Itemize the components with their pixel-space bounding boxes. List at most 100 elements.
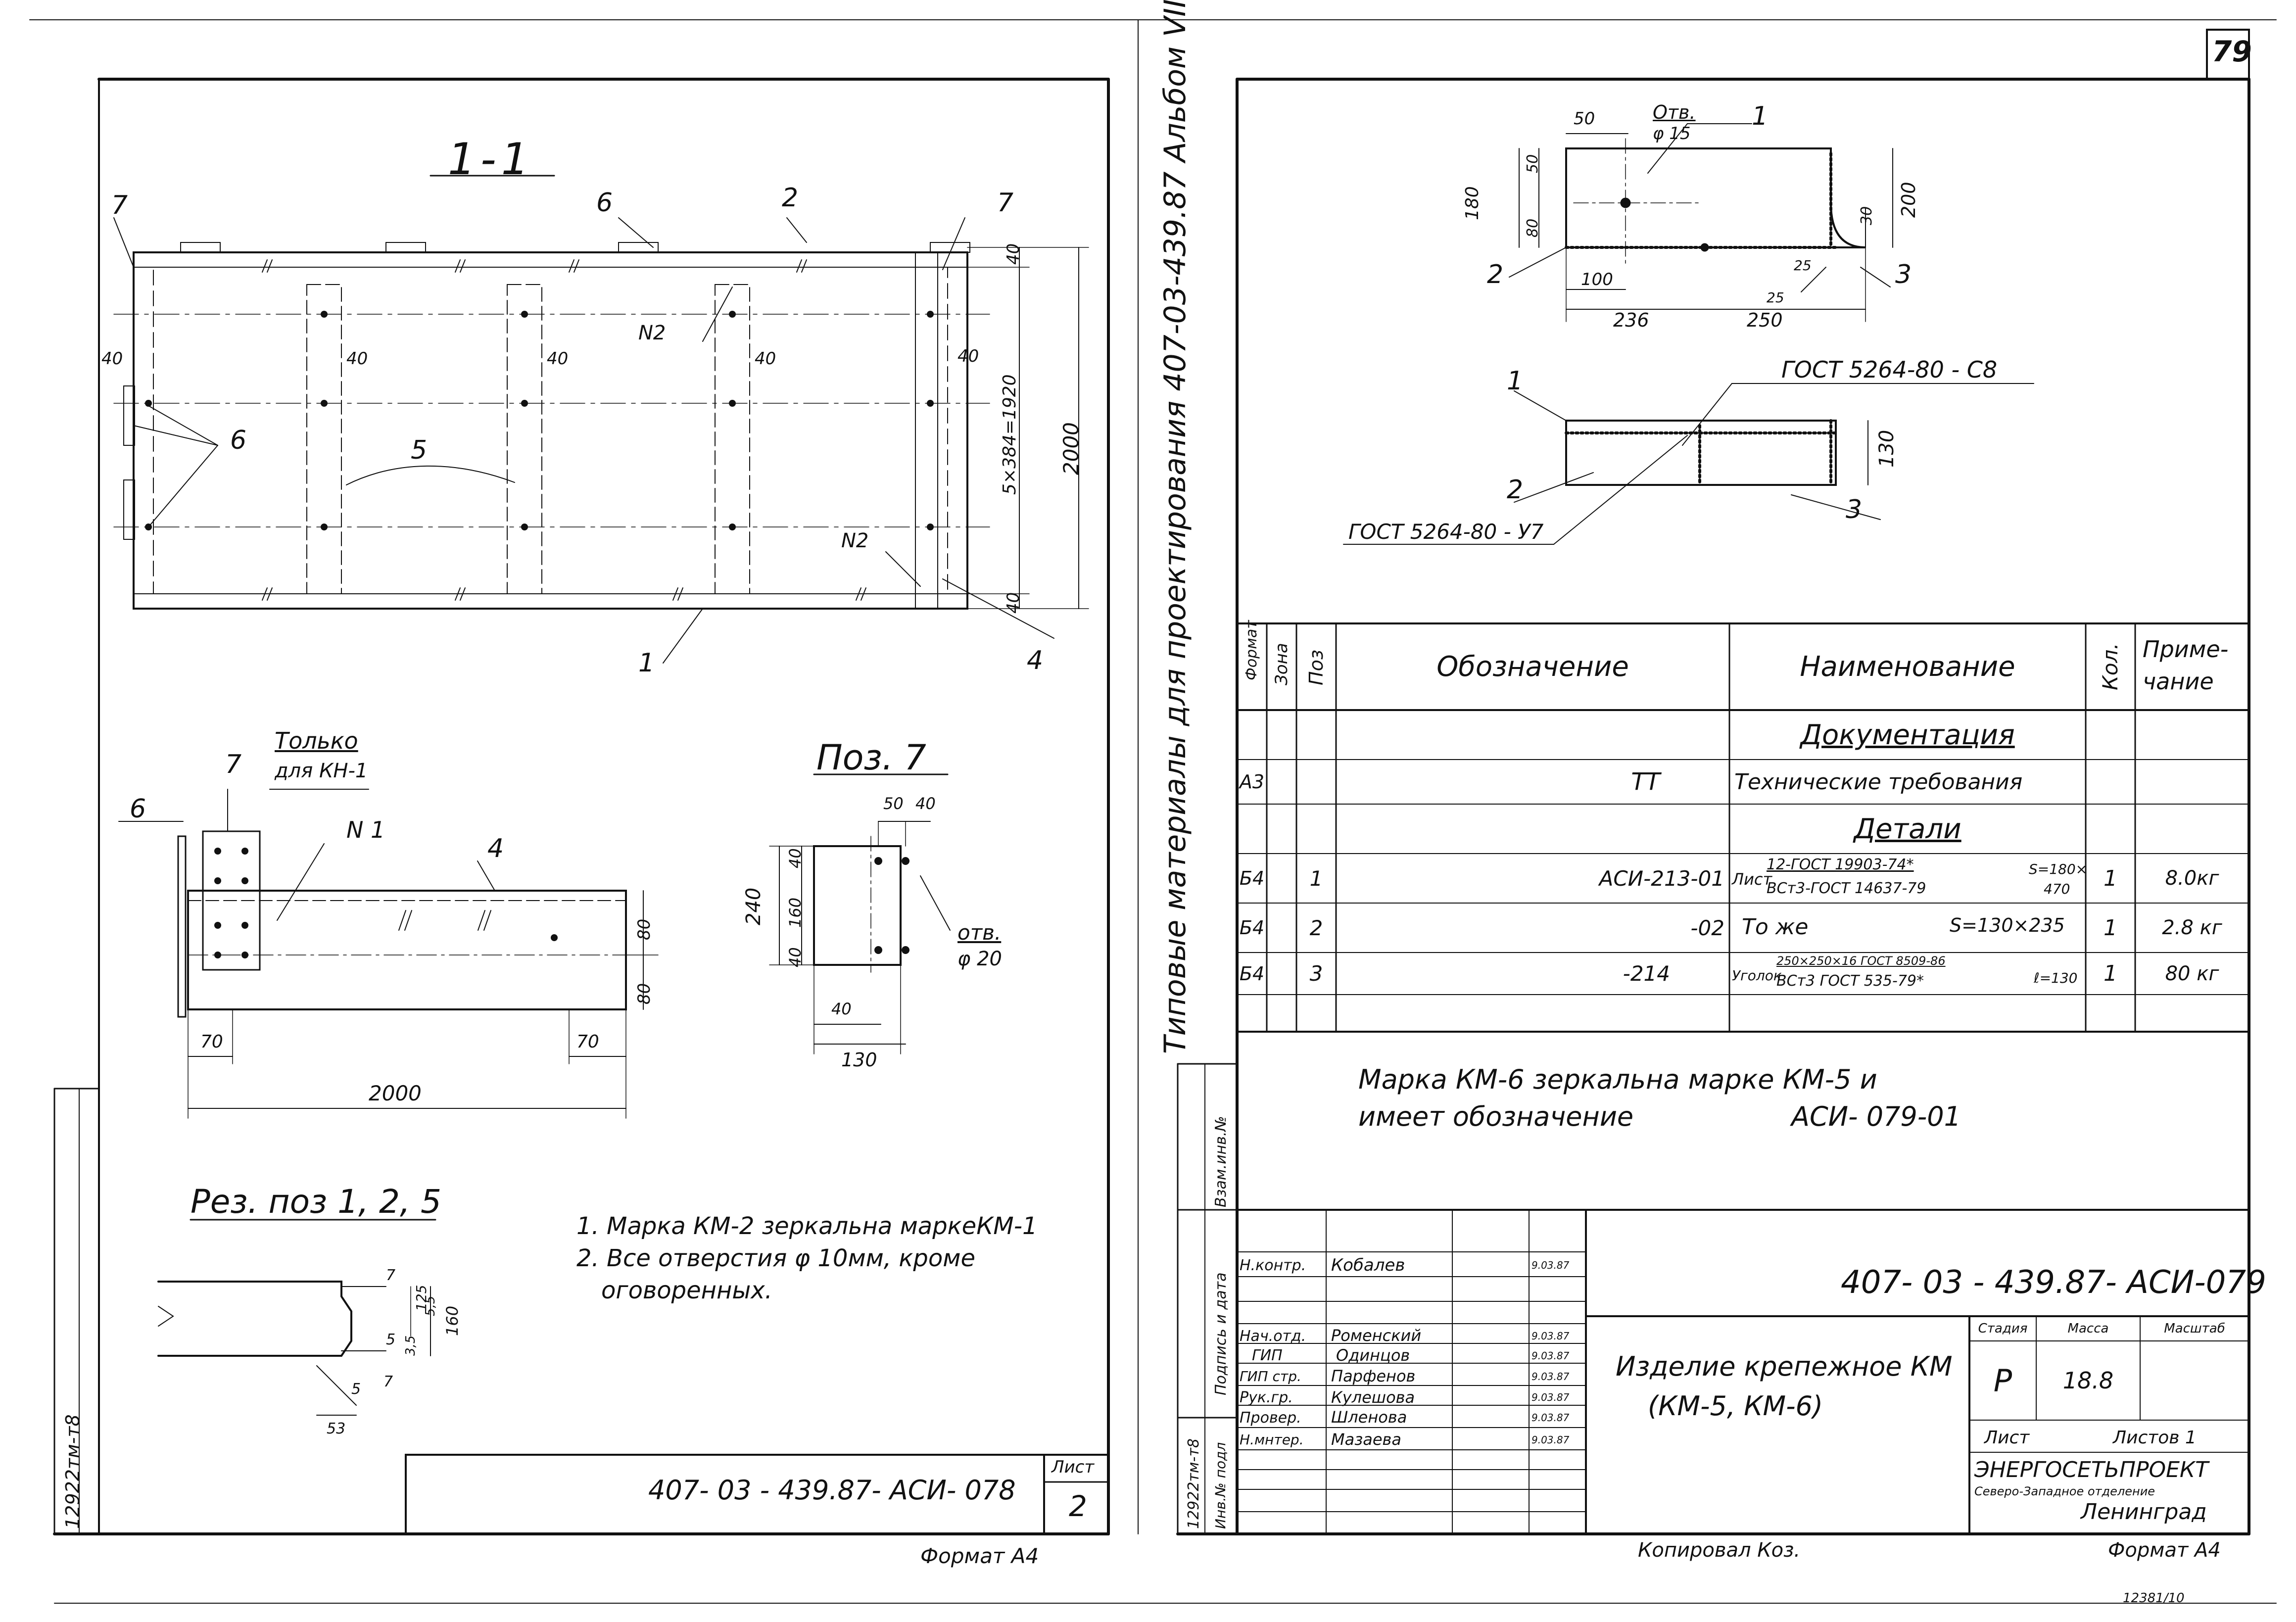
elev-dim-80-bottom: 80 [634, 983, 654, 1004]
weld-gost-bottom: ГОСТ 5264-80 - У7 [1348, 520, 1544, 544]
row1-designation: ТТ [1631, 768, 1660, 796]
row1-name: Технические требования [1734, 769, 2023, 795]
callout-2-top: 2 [782, 183, 799, 213]
elev-callout-4: 4 [487, 834, 504, 863]
right-sheet-frame [1138, 19, 2250, 1535]
callout-1: 1 [638, 648, 655, 678]
tb-sheets-label: Листов 1 [2113, 1428, 2197, 1448]
row2-designation: АСИ-213-01 [1599, 866, 1724, 891]
only-for-kn1-sub: для КН-1 [275, 760, 368, 782]
plate-callout-3: 3 [1895, 260, 1912, 289]
cut-dim-5-b: 5 [351, 1381, 361, 1398]
side-inv-orig: Инв.№ подл [1212, 1442, 1229, 1529]
row3-pos: 2 [1309, 915, 1323, 940]
pos7-dim-160: 160 [786, 897, 805, 928]
tb-role-4: ГИП стр. [1240, 1368, 1301, 1384]
elev-callout-7: 7 [225, 750, 242, 779]
th-qty: Кол. [2098, 643, 2122, 690]
elevation-drawing [118, 789, 659, 1119]
tb-mass-label: Масса [2067, 1321, 2109, 1336]
elev-dim-2000: 2000 [369, 1081, 422, 1105]
copied-by: Копировал Коз. [1638, 1539, 1801, 1562]
tb-date-7: 9.03.87 [1531, 1434, 1570, 1446]
cut-dim-7-b: 7 [383, 1373, 393, 1390]
callout-5: 5 [411, 435, 428, 465]
tb-role-2: Нач.отд. [1240, 1328, 1306, 1345]
th-name: Наименование [1800, 651, 2015, 683]
callout-6-left: 6 [230, 426, 247, 455]
plate-hole-label: Отв. [1653, 101, 1696, 123]
tb-role-6: Провер. [1240, 1409, 1301, 1427]
pos7-dim-40-top: 40 [915, 794, 936, 813]
th-pos: Поз [1305, 649, 1327, 685]
row2-name-top: 12-ГОСТ 19903-74* [1767, 856, 1914, 873]
row3-name-extra: S=130×235 [1950, 914, 2065, 936]
row1-format: А3 [1239, 771, 1265, 793]
row4-name-bottom: ВСт3 ГОСТ 535-79* [1776, 972, 1924, 990]
dim-total-2000: 2000 [1059, 422, 1083, 475]
tb-name-6: Шленова [1331, 1408, 1407, 1427]
plate-dim-236: 236 [1613, 309, 1649, 331]
note-1: 1. Марка КМ-2 зеркальна маркеКМ-1 [576, 1212, 1038, 1240]
cut-dim-53: 53 [327, 1420, 346, 1437]
callout-n2-top: N2 [638, 322, 666, 344]
side-inv-sub: Взам.инв.№ [1212, 1116, 1230, 1207]
pos7-dim-240: 240 [742, 887, 765, 925]
row3-name: То же [1742, 914, 1809, 940]
tb-date-3: 9.03.87 [1531, 1350, 1570, 1362]
cut-drawing [157, 1219, 436, 1416]
elev-dim-80-top: 80 [634, 918, 654, 940]
tb-role-3: ГИП [1252, 1347, 1283, 1364]
spec-table-lines [1236, 622, 2250, 1033]
cut-dim-5-a: 5 [386, 1331, 396, 1348]
section-1-1-drawing [113, 175, 1089, 664]
weld-callout-3: 3 [1846, 495, 1863, 525]
album-vertical-title: Типовые материалы для проектирования 407… [1158, 0, 1193, 1054]
left-side-code: 12922тм-т8 [62, 1414, 84, 1529]
row4-name-extra: ℓ=130 [2034, 970, 2078, 986]
plate-dim-80: 80 [1524, 218, 1541, 238]
elev-callout-n1: N 1 [346, 816, 385, 843]
row4-pos: 3 [1309, 961, 1323, 986]
dim-40-post4: 40 [957, 346, 979, 366]
weld-dim-130: 130 [1875, 429, 1898, 468]
dim-40-post1: 40 [346, 349, 368, 369]
tb-org-3: Ленинград [2081, 1499, 2207, 1525]
mirror-note-line2: имеет обозначение [1358, 1101, 1634, 1132]
only-for-kn1-label: Только [275, 727, 358, 754]
th-format: Формат [1243, 620, 1260, 680]
plate-dim-180: 180 [1462, 186, 1483, 220]
dim-span: 5×384=1920 [1000, 374, 1020, 495]
dim-40-left: 40 [101, 349, 123, 369]
mirror-note-line1: Марка КМ-6 зеркальна марке КМ-5 и [1358, 1064, 1877, 1095]
row3-note: 2.8 кг [2162, 916, 2222, 939]
plate-hole-dia: φ 15 [1653, 124, 1691, 143]
side-sign-date: Подпись и дата [1212, 1272, 1230, 1396]
tb-sheet-label: Лист [1984, 1428, 2030, 1448]
tb-stage: Р [1993, 1362, 2012, 1399]
plate-dim-25b: 25 [1767, 289, 1784, 306]
dim-40-right-top: 40 [1004, 243, 1023, 265]
tb-name-1: Кобалев [1331, 1255, 1405, 1275]
row2-name-extra-top: S=180× [2029, 861, 2088, 877]
plate-callout-1: 1 [1752, 101, 1769, 131]
dim-40-post2: 40 [547, 349, 569, 369]
tb-date-1: 9.03.87 [1531, 1259, 1570, 1271]
row2-name-extra-bottom: 470 [2044, 881, 2070, 897]
elev-callout-6: 6 [130, 794, 146, 824]
row2-note: 8.0кг [2165, 867, 2219, 890]
cut-dim-3-5: 3,5 [403, 1335, 418, 1356]
cut-dim-160: 160 [443, 1305, 462, 1336]
left-format: Формат А4 [920, 1544, 1039, 1568]
pos7-dim-40-bottom: 40 [831, 1000, 852, 1018]
mirror-code: АСИ- 079-01 [1791, 1101, 1961, 1132]
row2-name-bottom: ВСт3-ГОСТ 14637-79 [1767, 880, 1926, 897]
left-sheet-label: Лист [1052, 1457, 1095, 1477]
tb-name-7: Мазаева [1331, 1430, 1401, 1449]
left-sheet-number: 2 [1069, 1489, 1087, 1523]
tb-role-1: Н.контр. [1240, 1257, 1306, 1274]
elev-dim-70-right: 70 [576, 1032, 599, 1052]
row3-format: Б4 [1239, 917, 1265, 939]
tb-date-4: 9.03.87 [1531, 1371, 1570, 1383]
pos7-title: Поз. 7 [816, 737, 926, 778]
